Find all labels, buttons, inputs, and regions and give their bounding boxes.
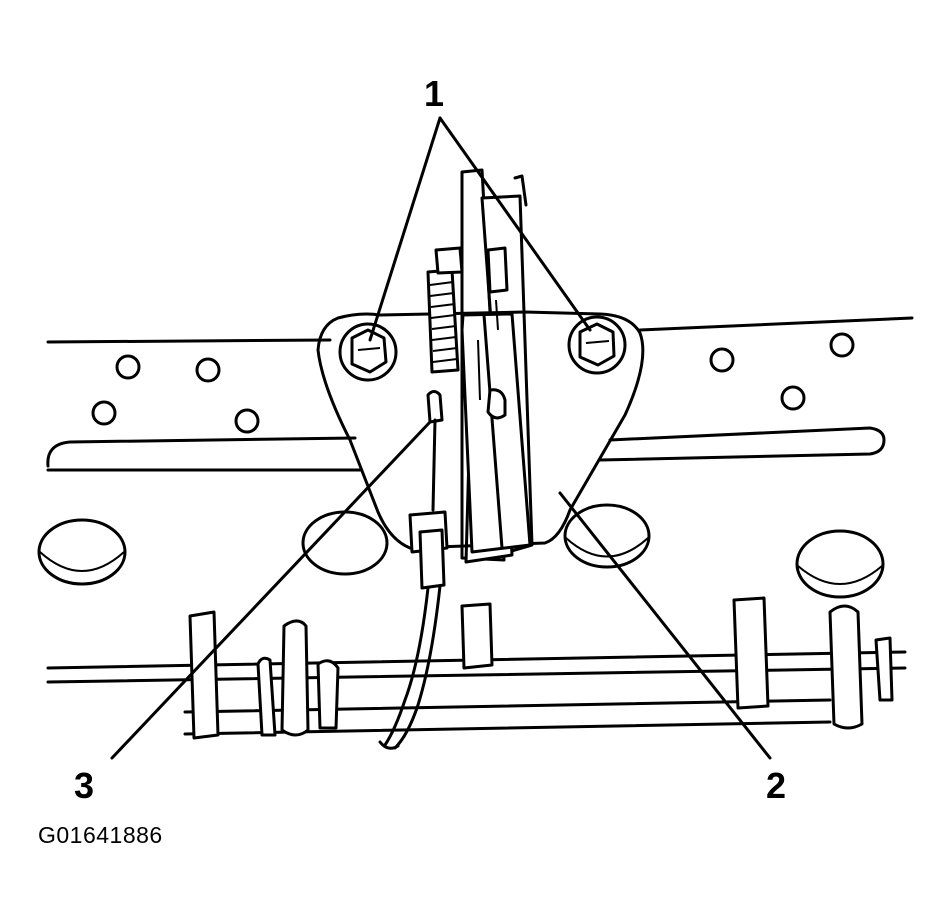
frame-hole — [234, 408, 260, 434]
bolt-right — [567, 315, 627, 375]
frame-hole — [780, 385, 806, 411]
upper-frame-rail — [46, 316, 914, 472]
frame-hole — [195, 357, 221, 383]
frame-hole — [829, 332, 855, 358]
leader-lines — [110, 116, 772, 760]
frame-hole — [115, 354, 141, 380]
callout-2: 2 — [766, 765, 786, 806]
frame-hole — [91, 400, 117, 426]
slide-channel-front — [460, 246, 532, 554]
mounting-bracket — [316, 310, 645, 550]
frame-bosses — [37, 503, 885, 599]
bolt-left — [338, 322, 398, 382]
callout-3: 3 — [74, 765, 94, 806]
figure-id-label: G01641886 — [38, 822, 163, 848]
spring — [426, 246, 464, 374]
frame-hole — [709, 347, 735, 373]
callout-1: 1 — [424, 73, 444, 114]
lower-rail-assembly — [46, 596, 907, 740]
cable-assembly — [378, 390, 449, 750]
